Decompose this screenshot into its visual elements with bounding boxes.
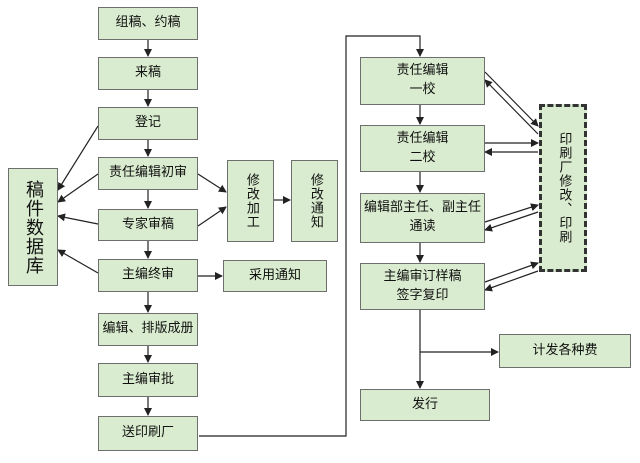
arrow-r4-print-b xyxy=(484,270,539,292)
step-second-proof: 责任编辑 二校 xyxy=(360,125,485,172)
step-line-2: 签字复印 xyxy=(396,287,449,303)
step-expert-review: 专家审稿 xyxy=(98,209,198,241)
arrow-r1-print-b xyxy=(484,79,539,135)
step-manuscript-received: 来稿 xyxy=(98,57,198,90)
step-label: 发行 xyxy=(411,396,438,412)
arrow-s4-modify xyxy=(197,173,227,193)
step-line-1: 主编审订样稿 xyxy=(383,268,462,284)
step-line-2: 一校 xyxy=(409,82,436,97)
print-shop-label: 印刷厂修改、印刷 xyxy=(556,132,572,244)
fees-box: 计发各种费 xyxy=(499,334,631,368)
arrow-s4-database xyxy=(57,173,99,203)
arrow-r3-print-a xyxy=(484,203,539,223)
step-chief-signoff: 主编审订样稿 签字复印 xyxy=(360,263,485,310)
arrow-r1-print-a xyxy=(484,71,539,127)
step-final-review: 主编终审 xyxy=(98,259,198,292)
revision-box: 修改加工 xyxy=(227,160,274,242)
arrow-s3-database xyxy=(57,125,99,191)
step-line-1: 责任编辑 xyxy=(396,63,449,79)
step-label: 组稿、约稿 xyxy=(115,15,181,31)
arrow-s5-database xyxy=(57,213,99,225)
step-label: 登记 xyxy=(134,115,161,131)
arrow-r4-print-a xyxy=(484,261,539,283)
arrow-s5-modify xyxy=(197,206,227,227)
revision-notice-box: 修改通知 xyxy=(291,160,338,242)
database-label: 稿件数据库 xyxy=(23,179,45,275)
acceptance-notice-box: 采用通知 xyxy=(223,260,327,292)
step-line-1: 编辑部主任、副主任 xyxy=(363,200,481,216)
arrow-s9-r1 xyxy=(199,35,424,437)
manuscript-database: 稿件数据库 xyxy=(8,168,58,286)
step-director-read: 编辑部主任、副主任 通读 xyxy=(360,193,485,243)
step-line-1: 责任编辑 xyxy=(396,130,449,146)
step-label: 来稿 xyxy=(134,65,161,81)
step-initial-review: 责任编辑初审 xyxy=(98,157,198,190)
step-label: 主编审批 xyxy=(121,371,174,387)
step-first-proof: 责任编辑 一校 xyxy=(360,57,485,105)
step-label: 责任编辑初审 xyxy=(108,165,187,181)
arrow-s6-database xyxy=(57,249,99,274)
print-shop-box: 印刷厂修改、印刷 xyxy=(539,104,587,272)
step-registration: 登记 xyxy=(98,107,198,140)
step-send-printer: 送印刷厂 xyxy=(98,416,198,451)
step-label: 送印刷厂 xyxy=(121,425,174,441)
step-label: 编辑、排版成册 xyxy=(102,321,194,337)
step-label: 专家审稿 xyxy=(121,216,174,232)
arrow-r3-print-b xyxy=(484,211,539,232)
step-label: 主编终审 xyxy=(121,267,174,283)
step-line-2: 通读 xyxy=(409,219,436,234)
step-edit-typeset: 编辑、排版成册 xyxy=(98,313,198,346)
revision-notice-label: 修改通知 xyxy=(307,173,323,229)
step-submission-solicit: 组稿、约稿 xyxy=(98,7,198,40)
revision-label: 修改加工 xyxy=(243,173,259,229)
acceptance-notice-label: 采用通知 xyxy=(248,267,301,283)
fees-label: 计发各种费 xyxy=(532,342,598,358)
step-distribution: 发行 xyxy=(360,389,490,421)
step-line-2: 二校 xyxy=(409,149,436,165)
step-chief-approval: 主编审批 xyxy=(98,363,198,397)
